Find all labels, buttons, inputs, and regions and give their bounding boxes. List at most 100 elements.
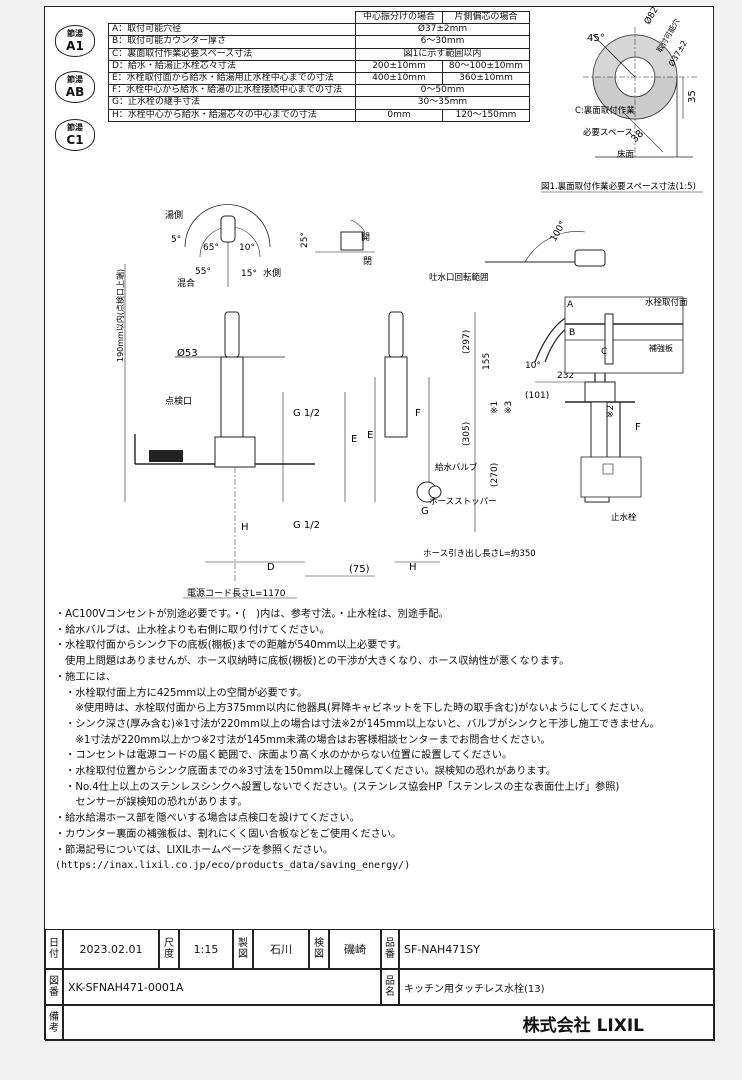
label-dim-297: (297) xyxy=(462,330,472,354)
label-height-190: 190mm以内(点検口上端) xyxy=(115,269,125,362)
spec-header-center: 中心振分けの場合 xyxy=(355,10,443,25)
drafter-value: 石川 xyxy=(253,929,309,969)
badge-top-text: 節湯 xyxy=(67,123,83,132)
fig1-rear-space-drawing: 45° Ø82 取付可能穴 Ø37±2 C:裏面取付作業 必要スペース 床面 3… xyxy=(541,7,703,193)
label-angle-100: 100° xyxy=(549,220,569,244)
note-url[interactable]: (https://inax.lixil.co.jp/eco/products_d… xyxy=(55,860,411,872)
note-line: ・給水バルブは、止水栓よりも右側に取り付けてください。 xyxy=(55,624,330,636)
spec-row: C：裏面取付作業必要スペース寸法図1に示す範囲以内 xyxy=(108,47,530,61)
label-dim-f-side: F xyxy=(415,408,421,419)
label-angle-10-spout: 10° xyxy=(525,361,541,371)
part-number-value: SF-NAH471SY xyxy=(399,929,715,969)
label-dim-101: (101) xyxy=(525,391,549,401)
company-name: 株式会社 LIXIL xyxy=(522,1015,644,1036)
label-dim-b: B xyxy=(569,328,575,338)
remarks-label: 備考 xyxy=(45,1005,63,1041)
label-stop-valve: 止水栓 xyxy=(611,512,637,523)
title-block: 日付 2023.02.01 尺度 1:15 製図 石川 検図 磯崎 品番 SF-… xyxy=(45,929,715,1041)
note-line: ・節湯記号については、LIXILホームページを参照ください。 xyxy=(55,844,334,856)
badge-top-text: 節湯 xyxy=(67,29,83,38)
label-g12-upper: G 1/2 xyxy=(293,408,320,419)
checker-value: 磯崎 xyxy=(329,929,381,969)
scale-value: 1:15 xyxy=(179,929,233,969)
label-hose-length: ホース引き出し長さL=約350 xyxy=(423,548,536,559)
handle-angle-diagram: 湯側 5° 65° 10° 55° 15° 水側 混合 xyxy=(165,204,281,289)
note-line: ・施工には、 xyxy=(55,671,117,683)
lever-open-close-diagram: 25° 開 閉 xyxy=(300,219,375,267)
fig1-space-label-2: 必要スペース xyxy=(583,127,633,138)
drawing-number-value: XK-SFNAH471-0001A xyxy=(63,969,381,1005)
note-line: ※使用時は、水栓取付面から上方375mm以内に他器具(昇降キャビネットを下した時… xyxy=(55,703,650,715)
label-note-x2: ※2 xyxy=(606,405,616,418)
label-angle-15: 15° xyxy=(241,269,257,279)
spec-value-side: 360±10mm xyxy=(442,71,530,86)
product-name-label: 品名 xyxy=(381,969,399,1005)
label-dim-a: A xyxy=(567,300,574,310)
fig1-diameter: Ø82 xyxy=(642,7,661,27)
note-line: ・給水給湯ホース部を隠ぺいする場合は点検口を設けてください。 xyxy=(55,813,360,825)
label-power-cord: 電源コード長さL=1170 xyxy=(187,588,286,599)
product-name-value: キッチン用タッチレス水栓(13) xyxy=(399,969,715,1005)
drawing-number-label: 図番 xyxy=(45,969,63,1005)
label-note-x3: ※3 xyxy=(504,401,514,414)
label-dim-75: (75) xyxy=(349,564,370,575)
label-g12-lower: G 1/2 xyxy=(293,520,320,531)
label-dim-h-side: H xyxy=(409,562,417,573)
spec-label: H：水栓中心から給水・給湯芯々の中心までの寸法 xyxy=(108,108,356,122)
note-line: ・水栓取付位置からシンク底面までの※3寸法を150mm以上確保してください。誤検… xyxy=(55,766,556,778)
note-line: ・コンセントは電源コードの届く範囲で、床面より高く水のかからない位置に設置してく… xyxy=(55,750,513,762)
label-supply-valve: 給水バルブ xyxy=(435,462,478,473)
fig1-floor: 床面 xyxy=(617,149,635,160)
label-water-side: 水側 xyxy=(263,267,281,279)
label-dim-f: F xyxy=(635,422,641,433)
label-dim-c: C xyxy=(601,347,607,357)
spec-value: 30～35mm xyxy=(355,96,530,110)
spout-rotation-diagram: 100° 吐水口回転範囲 xyxy=(429,220,606,283)
fig1-dim-35: 35 xyxy=(687,90,698,103)
note-line: ・水栓取付面からシンク下の底板(棚板)までの距離が540mm以上必要です。 xyxy=(55,640,407,652)
label-hose-stopper: ホースストッパー xyxy=(429,497,497,507)
note-line: ・No.4仕上以上のステンレスシンクへ設置しないでください。(ステンレス協会HP… xyxy=(55,781,620,793)
mount-face-detail: A 水栓取付面 B C 補強板 xyxy=(564,296,688,374)
fig1-space-label-1: C:裏面取付作業 xyxy=(575,105,635,116)
drafter-label: 製図 xyxy=(233,929,253,969)
spec-value: 6～30mm xyxy=(355,35,530,49)
badge-bottom-text: AB xyxy=(65,85,85,99)
date-label: 日付 xyxy=(45,929,63,969)
label-dim-232: 232 xyxy=(557,371,574,381)
label-angle-10: 10° xyxy=(239,243,255,253)
label-inspection-port: 点検口 xyxy=(165,395,192,407)
water-saving-badge-c1: 節湯 C1 xyxy=(55,119,95,151)
spec-value: 400±10mm xyxy=(355,71,443,86)
spec-label: A：取付可能穴径 xyxy=(108,23,356,37)
fig1-angle: 45° xyxy=(587,33,605,44)
label-angle-65: 65° xyxy=(203,243,219,253)
label-mount-face: 水栓取付面 xyxy=(645,297,688,308)
label-close: 閉 xyxy=(363,256,372,267)
spec-value-side: 80～100±10mm xyxy=(442,59,530,73)
section-view: (297) 155 10° 232 (101) (305) ※1 ※3 ※2 F… xyxy=(423,311,642,559)
label-spout-range: 吐水口回転範囲 xyxy=(429,272,489,283)
spec-value: 図1に示す範囲以内 xyxy=(355,47,530,61)
company-cell: 株式会社 LIXIL xyxy=(63,1005,715,1041)
label-dim-e: E xyxy=(351,434,357,445)
note-line: 使用上問題はありませんが、ホース収納時に底板(棚板)との干渉が大きくなり、ホース… xyxy=(55,656,570,668)
spec-value: 0～50mm xyxy=(355,84,530,98)
label-angle-55: 55° xyxy=(195,267,211,277)
note-line: ・水栓取付面上方に425mm以上の空間が必要です。 xyxy=(55,687,308,699)
spec-label: F：水栓中心から給水・給湯の止水栓接続中心までの寸法 xyxy=(108,84,356,98)
checker-label: 検図 xyxy=(309,929,329,969)
label-note-x1: ※1 xyxy=(490,401,500,414)
badge-bottom-text: A1 xyxy=(66,39,84,53)
label-reinforcement-plate: 補強板 xyxy=(649,343,673,353)
badge-top-text: 節湯 xyxy=(67,75,83,84)
label-open: 開 xyxy=(361,232,370,243)
note-line: ・シンク深さ(厚み含む)※1寸法が220mm以上の場合は寸法※2が145mm以上… xyxy=(55,718,660,730)
spec-label: E：水栓取付面から給水・給湯用止水栓中心までの寸法 xyxy=(108,71,356,86)
installation-notes: ・AC100Vコンセントが別途必要です。・( )内は、参考寸法。・止水栓は、別途… xyxy=(55,607,711,874)
